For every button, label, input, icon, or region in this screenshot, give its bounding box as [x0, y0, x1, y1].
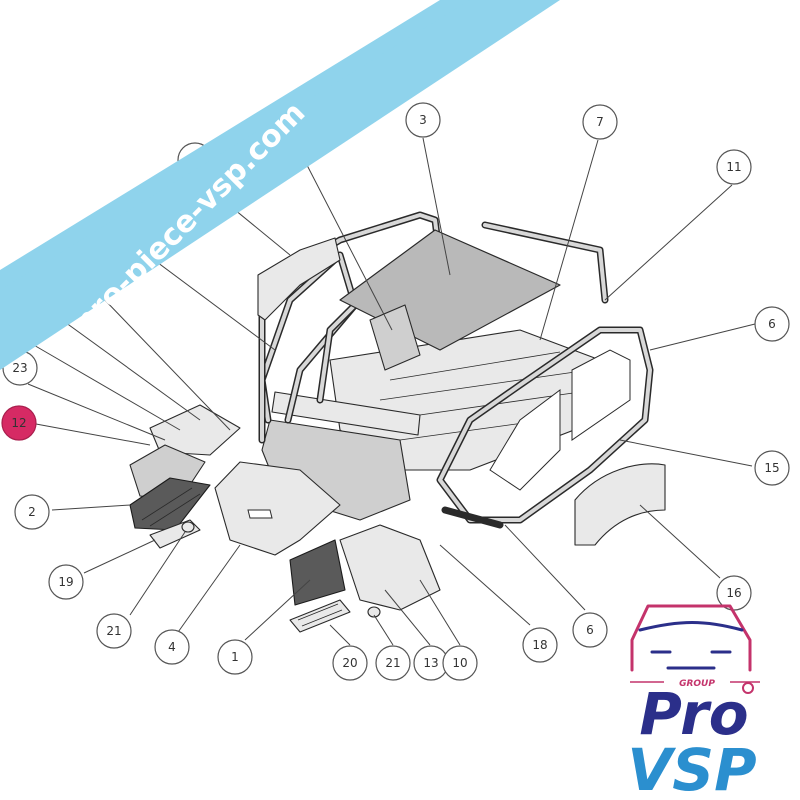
part-cap-21-left	[181, 521, 195, 533]
callout-6-bottom: 6	[572, 612, 608, 648]
callout-18: 18	[522, 627, 558, 663]
logo-hex-accent	[742, 682, 754, 694]
callout-label: 21	[385, 656, 400, 670]
callout-label: 23	[12, 361, 27, 375]
callout-10: 10	[442, 645, 478, 681]
callout-label: 10	[452, 656, 467, 670]
callout-21-left: 21	[96, 613, 132, 649]
part-rear-quarter-window	[571, 349, 631, 441]
callout-1: 1	[217, 639, 253, 675]
callout-12-highlighted: 12	[1, 405, 37, 441]
logo-group-bar	[666, 676, 728, 688]
callout-label: 6	[586, 623, 594, 637]
callout-label: 1	[231, 650, 239, 664]
callout-label: 4	[168, 640, 176, 654]
car-body-illustration	[129, 211, 666, 633]
hood-logo-badge	[247, 509, 273, 519]
part-cap-21-right	[367, 606, 381, 618]
splash-hatch	[141, 487, 201, 527]
callout-7: 7	[582, 104, 618, 140]
callout-label: 15	[764, 461, 779, 475]
callout-20: 20	[332, 645, 368, 681]
logo-pro-text: Pro	[639, 680, 748, 748]
part-roof	[339, 229, 561, 351]
callout-2: 2	[14, 494, 50, 530]
callout-label: 16	[726, 586, 741, 600]
callout-6-right: 6	[754, 306, 790, 342]
pro-vsp-logo: GROUP Pro VSP	[627, 604, 760, 800]
callout-15: 15	[754, 450, 790, 486]
callout-label: 3	[419, 113, 427, 127]
part-step-20	[289, 599, 351, 633]
part-hood	[214, 461, 341, 556]
step-hatch	[297, 603, 343, 627]
part-upper-cap	[257, 237, 341, 321]
callout-3: 3	[405, 102, 441, 138]
part-interior-pillar	[369, 304, 421, 371]
callout-label: 11	[726, 160, 741, 174]
part-right-sill	[441, 506, 504, 529]
logo-car-icon	[630, 604, 752, 672]
callout-label: 19	[58, 575, 73, 589]
callout-label: 2	[28, 505, 36, 519]
callout-19: 19	[48, 564, 84, 600]
callout-label: 13	[423, 656, 438, 670]
callout-label: 6	[768, 317, 776, 331]
callout-13: 13	[413, 645, 449, 681]
part-door-opening	[489, 389, 561, 491]
callout-16: 16	[716, 575, 752, 611]
callout-21-right: 21	[375, 645, 411, 681]
callout-4: 4	[154, 629, 190, 665]
part-front-splash	[129, 477, 211, 531]
callout-label: 12	[11, 416, 26, 430]
logo-group-label: GROUP	[679, 679, 715, 689]
part-front-right-splash	[289, 539, 346, 606]
callout-label: 20	[342, 656, 357, 670]
part-rear-wheel-arch	[574, 463, 666, 546]
callout-11: 11	[716, 149, 752, 185]
callout-label: 7	[596, 115, 604, 129]
callout-label: 18	[532, 638, 547, 652]
logo-vsp-text: VSP	[627, 736, 756, 800]
part-dashboard-bar	[271, 391, 421, 436]
part-front-right-fender	[339, 524, 441, 611]
callout-label: 21	[106, 624, 121, 638]
